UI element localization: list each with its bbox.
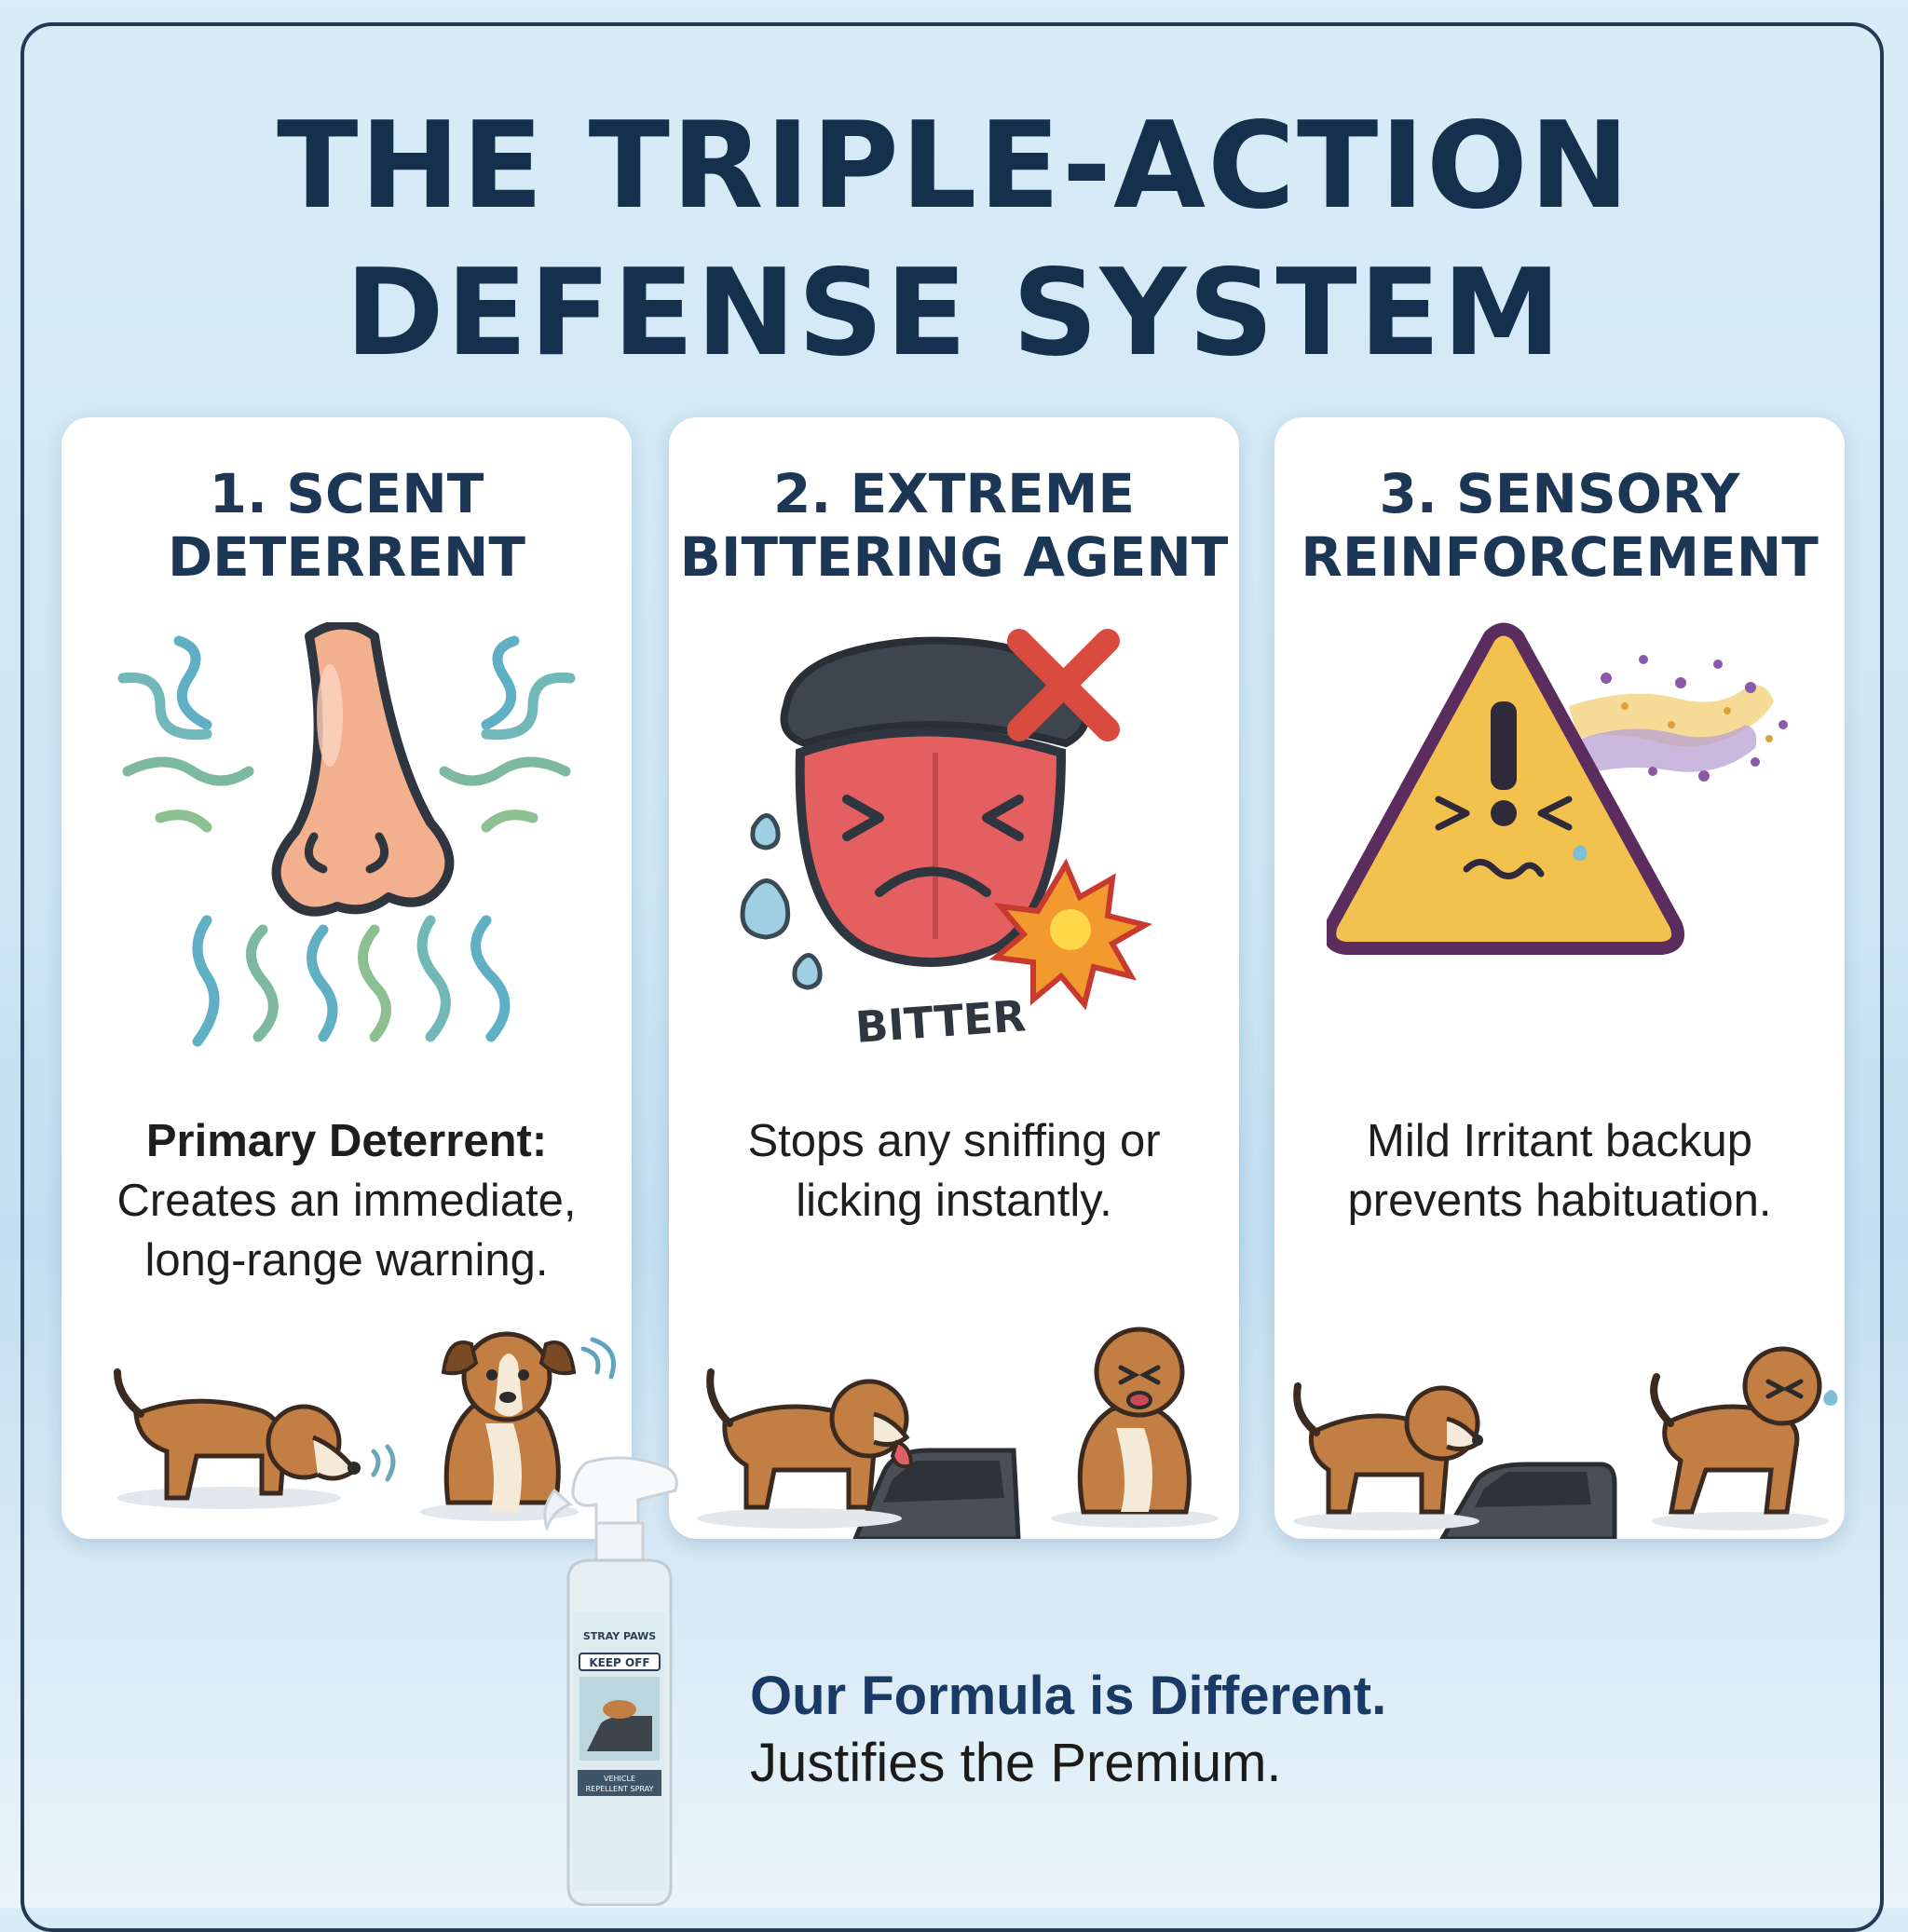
card-title: 1. SCENT DETERRENT xyxy=(61,462,632,589)
card-title: 3. SENSORY REINFORCEMENT xyxy=(1274,462,1845,589)
card-scent-deterrent: 1. SCENT DETERRENT Primary Deterrent: Cr… xyxy=(61,417,632,1539)
car-icon xyxy=(1439,1462,1617,1539)
warning-triangle-icon xyxy=(1327,622,1788,955)
sniffing-dog-icon xyxy=(114,1368,396,1509)
card-title-line1: 2. EXTREME xyxy=(772,462,1136,525)
card-bittering-agent: 2. EXTREME BITTERING AGENT BITTER Stops … xyxy=(669,417,1239,1539)
card-description-line1: Creates an immediate, xyxy=(116,1176,577,1226)
card-title-line1: 3. SENSORY xyxy=(1379,462,1740,525)
page-title-line1: THE TRIPLE-ACTION xyxy=(277,97,1631,236)
bottle-brand: STRAY PAWS xyxy=(583,1630,656,1642)
card-title-line2: BITTERING AGENT xyxy=(679,525,1229,589)
card-description: Primary Deterrent: Creates an immediate,… xyxy=(80,1111,613,1290)
nose-icon xyxy=(117,622,576,1047)
recoiling-dog-icon xyxy=(1051,1327,1219,1528)
sitting-dog-icon xyxy=(420,1331,616,1521)
bottle-label-line2: REPELLENT SPRAY xyxy=(586,1785,654,1793)
card-description-line2: licking instantly. xyxy=(796,1176,1112,1226)
page-title: THE TRIPLE-ACTION DEFENSE SYSTEM xyxy=(0,93,1908,388)
card-description-line2: prevents habituation. xyxy=(1347,1176,1772,1226)
bottle-label-line1: VEHICLE xyxy=(604,1775,635,1783)
sniffing-dogs-illustration xyxy=(114,1331,616,1521)
card-description-line1: Mild Irritant backup xyxy=(1367,1116,1752,1166)
licking-dogs-illustration xyxy=(697,1327,1219,1539)
backing-away-dog-icon xyxy=(1650,1346,1838,1531)
card-description: Stops any sniffing or licking instantly. xyxy=(688,1111,1220,1231)
card-description-line2: long-range warning. xyxy=(144,1235,549,1286)
card-description: Mild Irritant backup prevents habituatio… xyxy=(1293,1111,1826,1231)
bottle-badge: KEEP OFF xyxy=(589,1656,649,1669)
retreating-dogs-illustration xyxy=(1293,1346,1838,1539)
tagline: Our Formula is Different. Justifies the … xyxy=(750,1663,1821,1797)
bitter-label: BITTER xyxy=(854,990,1028,1053)
card-description-bold: Primary Deterrent: xyxy=(145,1116,548,1166)
tagline-sub: Justifies the Premium. xyxy=(750,1733,1282,1793)
approaching-dog-icon xyxy=(1293,1382,1483,1531)
licking-dog-icon xyxy=(697,1368,914,1529)
spray-bottle-image: STRAY PAWS KEEP OFF VEHICLE REPELLENT SP… xyxy=(543,1456,678,1906)
card-title-line2: DETERRENT xyxy=(168,525,525,589)
card-title: 2. EXTREME BITTERING AGENT xyxy=(669,462,1239,589)
car-icon xyxy=(852,1448,1021,1539)
card-sensory-reinforcement: 3. SENSORY REINFORCEMENT Mild Irritant b… xyxy=(1274,417,1845,1539)
page-title-line2: DEFENSE SYSTEM xyxy=(345,244,1563,383)
card-title-line1: 1. SCENT xyxy=(209,462,484,525)
card-title-line2: REINFORCEMENT xyxy=(1301,525,1819,589)
bitter-tongue-icon: BITTER xyxy=(740,629,1152,1053)
card-description-line1: Stops any sniffing or xyxy=(747,1116,1161,1166)
tagline-headline: Our Formula is Different. xyxy=(750,1666,1387,1726)
